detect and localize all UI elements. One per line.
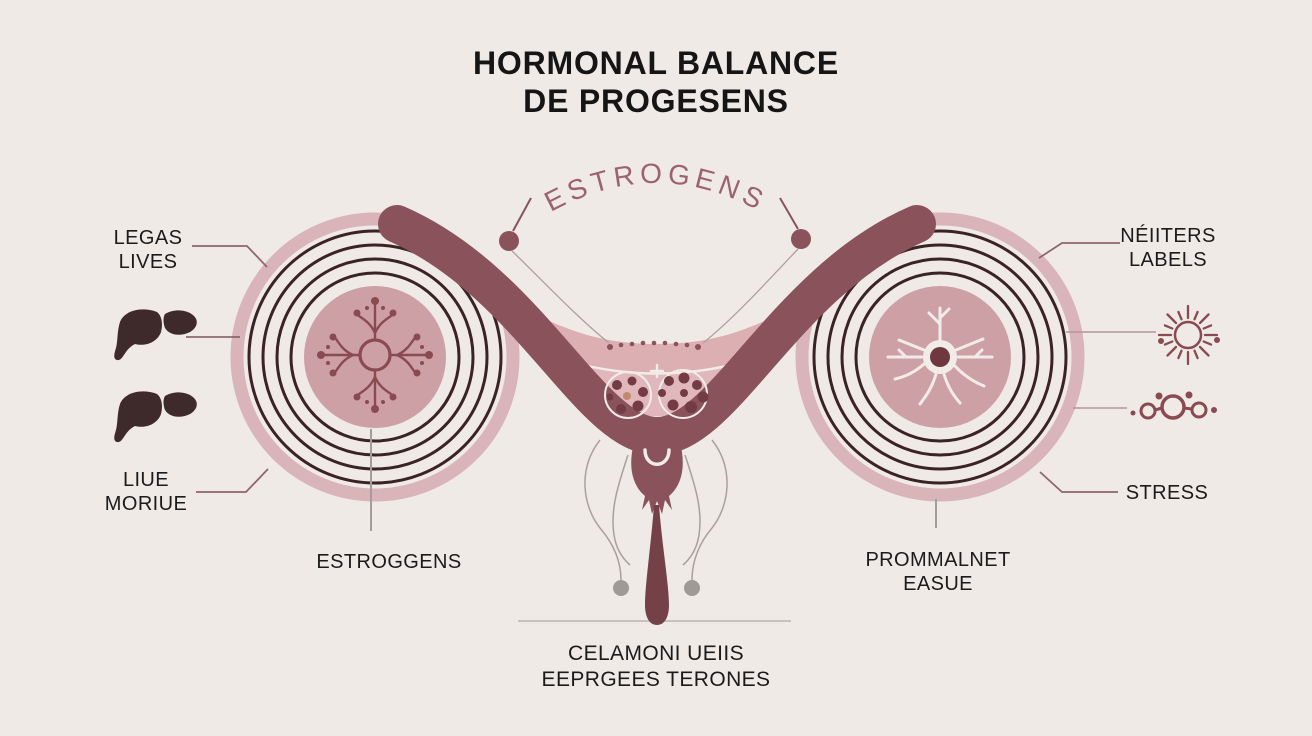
bottom-caption: CELAMONI UEIIS EEPRGEES TERONES	[541, 642, 771, 691]
uterus-band	[378, 205, 936, 456]
left-ovary-soft-ring	[230, 212, 520, 502]
right-ovary-soft-ring	[795, 212, 1085, 502]
liver-icon	[114, 391, 197, 443]
plus-icon	[649, 363, 665, 379]
dandelion-motif-icon	[315, 295, 435, 415]
title-line2: DE PROGESENS	[523, 83, 789, 119]
left-ovary-rings	[247, 229, 503, 485]
pendulum-dot-left	[613, 580, 629, 596]
label-prommalnet-easue: PROMMALNET EASUE	[865, 549, 1011, 595]
right-ovary-rings	[812, 229, 1068, 485]
follicle-right	[658, 369, 709, 419]
sun-icon	[1157, 304, 1220, 366]
label-legas-lives: LEGAS LIVES	[113, 227, 183, 273]
molecule-icon	[1130, 391, 1217, 420]
left-ovary-core	[304, 286, 446, 428]
left-ovary	[230, 212, 520, 502]
liver-icon	[114, 309, 197, 361]
right-ovary	[795, 212, 1085, 502]
arc-label-estrogens: ESTROGENS	[540, 158, 773, 217]
label-liue-morue: LIUE MORIUE	[104, 469, 188, 515]
cervix	[631, 447, 683, 514]
page-title: HORMONAL BALANCE DE PROGESENS	[473, 44, 839, 120]
title-line1: HORMONAL BALANCE	[473, 45, 839, 81]
teardrop	[645, 505, 669, 625]
label-stress: STRESS	[1125, 482, 1209, 504]
follicle-left	[604, 371, 652, 419]
pendulum-dot-right	[684, 580, 700, 596]
arc-pointers	[499, 197, 811, 344]
neuron-motif-icon	[886, 306, 994, 406]
hanging-lines	[584, 439, 728, 581]
label-leader-lines	[186, 242, 1156, 493]
label-estroggens: ESTROGGENS	[316, 551, 462, 573]
label-neiiters-labels: NÉIITERS LABELS	[1120, 225, 1216, 271]
bowl-dotted-row	[607, 340, 701, 350]
